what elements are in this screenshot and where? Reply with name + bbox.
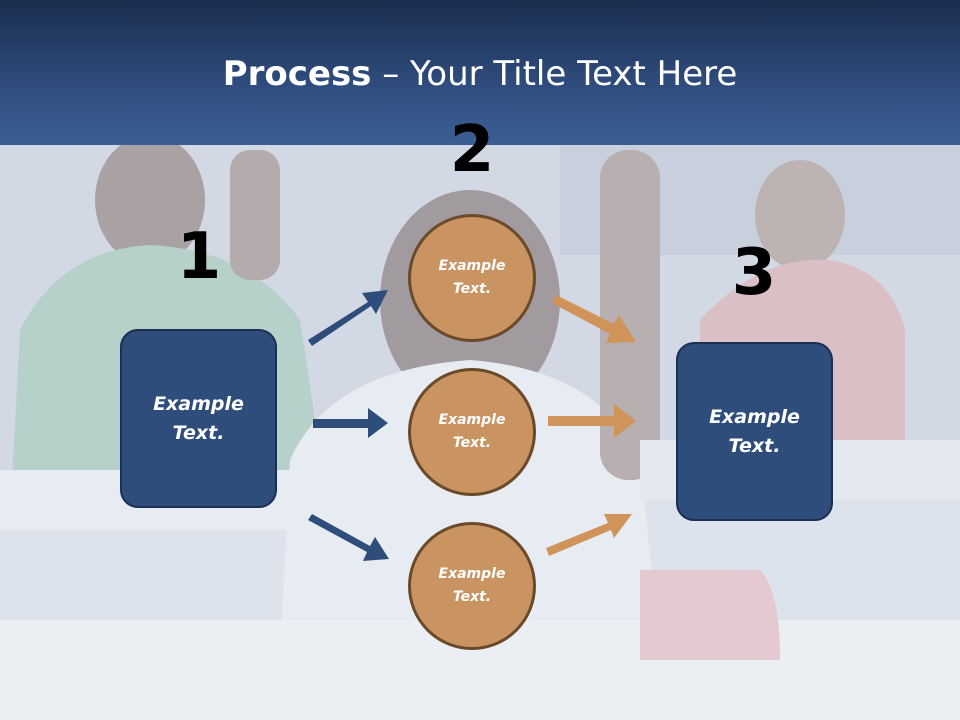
arrow-left-to-middle: [313, 408, 388, 438]
arrow-middle-to-right: [548, 404, 636, 438]
title-bold: Process: [222, 54, 372, 94]
circle-bottom[interactable]: Example Text.: [408, 522, 536, 650]
step-number-3: 3: [731, 236, 777, 310]
left-text-box[interactable]: Example Text.: [120, 329, 277, 508]
step-number-2: 2: [449, 113, 495, 187]
circle-top[interactable]: Example Text.: [408, 214, 536, 342]
arrow-bottom-to-right: [546, 514, 632, 556]
slide-title: Process – Your Title Text Here: [0, 52, 960, 96]
right-text-box[interactable]: Example Text.: [676, 342, 833, 521]
arrow-left-to-bottom: [308, 514, 389, 561]
title-bar: [0, 0, 960, 145]
title-rest: – Your Title Text Here: [371, 54, 738, 94]
circle-middle[interactable]: Example Text.: [408, 368, 536, 496]
arrow-left-to-top: [308, 290, 388, 346]
step-number-1: 1: [176, 220, 222, 294]
arrow-top-to-right: [552, 295, 636, 343]
